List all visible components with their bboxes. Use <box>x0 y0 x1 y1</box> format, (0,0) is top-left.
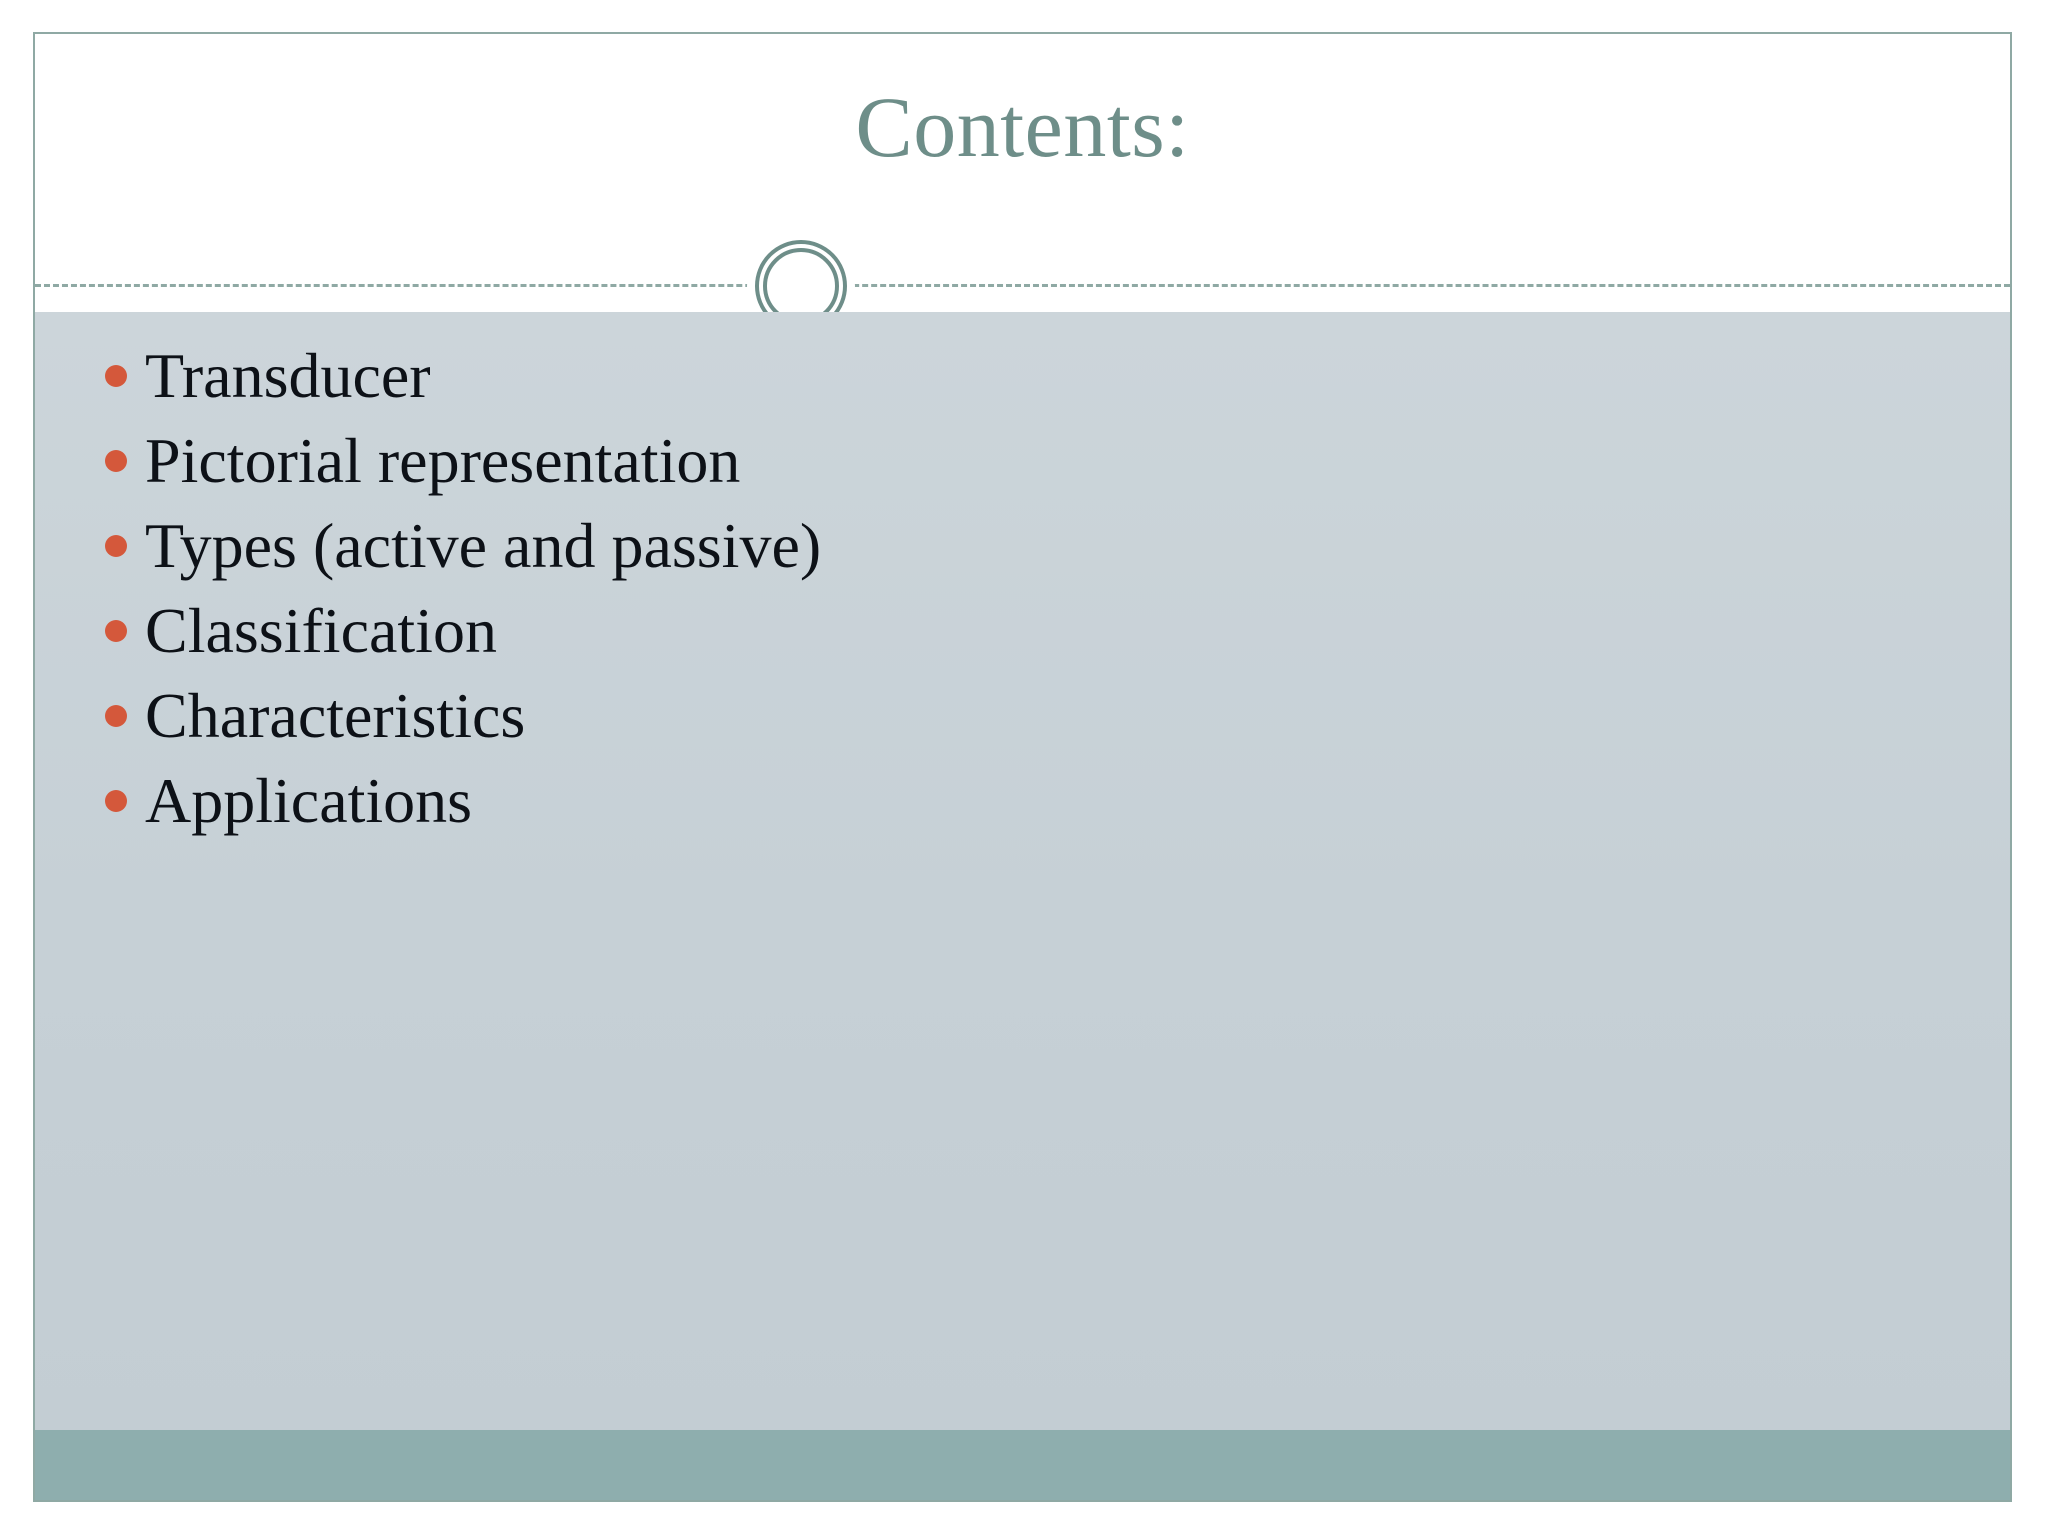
list-item: Characteristics <box>65 674 1970 758</box>
bullet-dot-icon <box>105 620 127 642</box>
list-item: Pictorial representation <box>65 419 1970 503</box>
footer-accent-bar <box>35 1430 2010 1500</box>
page-title: Contents: <box>855 79 1190 175</box>
contents-bullet-list: Transducer Pictorial representation Type… <box>65 334 1970 844</box>
list-item-label: Pictorial representation <box>145 425 741 496</box>
bullet-dot-icon <box>105 365 127 387</box>
list-item: Classification <box>65 589 1970 673</box>
bullet-dot-icon <box>105 450 127 472</box>
slide-content-panel: Transducer Pictorial representation Type… <box>35 312 2010 1432</box>
list-item: Applications <box>65 759 1970 843</box>
list-item-label: Types (active and passive) <box>145 510 822 581</box>
bullet-dot-icon <box>105 705 127 727</box>
list-item: Transducer <box>65 334 1970 418</box>
bullet-dot-icon <box>105 535 127 557</box>
bullet-dot-icon <box>105 790 127 812</box>
list-item-label: Transducer <box>145 340 431 411</box>
presentation-slide: Contents: Transducer Pictorial represent… <box>33 32 2012 1502</box>
list-item-label: Classification <box>145 595 497 666</box>
list-item-label: Characteristics <box>145 680 526 751</box>
header-divider <box>35 284 2010 287</box>
list-item-label: Applications <box>145 765 473 836</box>
list-item: Types (active and passive) <box>65 504 1970 588</box>
slide-header: Contents: <box>35 34 2010 312</box>
